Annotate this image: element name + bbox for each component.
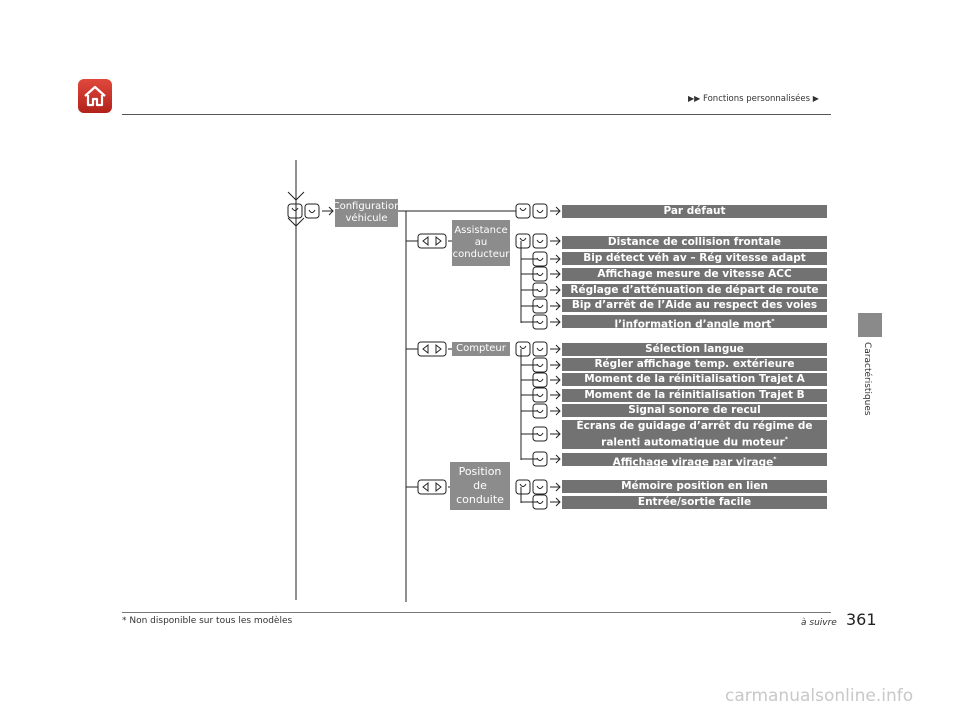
group-label-line: Compteur [456,343,506,354]
double-arrow-icon: ▶▶ [688,94,701,103]
root-line-2: véhicule [345,213,388,224]
footer-rule [122,612,831,613]
menu-item[interactable]: Entrée/sortie facile [562,496,827,509]
menu-item[interactable]: Signal sonore de recul [562,404,827,417]
menu-item-label-line: ralenti automatique du moteur [601,436,785,449]
menu-item[interactable]: l’information d’angle mort* [562,315,827,328]
root-line-1: Configuration [332,201,401,212]
group-label-driver-assist[interactable]: Assistance au conducteur [452,220,510,266]
menu-item[interactable]: Écrans de guidage d’arrêt du régime de r… [562,420,827,449]
watermark: carmanualsonline.info [725,686,914,706]
menu-item[interactable]: Moment de la réinitialisation Trajet B [562,389,827,402]
footnote-marker: * [784,435,788,443]
menu-item-label: l’information d’angle mort [614,318,772,329]
footnote-marker: * [773,456,777,463]
menu-item-label-line: Écrans de guidage d’arrêt du régime de [576,419,813,432]
menu-item[interactable]: Bip d’arrêt de l’Aide au respect des voi… [562,299,827,312]
group-label-driving-position[interactable]: Position de conduite [450,462,510,510]
group-label-line: Position [458,465,502,478]
menu-item[interactable]: Affichage mesure de vitesse ACC [562,268,827,281]
menu-item[interactable]: Distance de collision frontale [562,236,827,249]
menu-item[interactable]: Moment de la réinitialisation Trajet A [562,373,827,386]
menu-item[interactable]: Régler affichage temp. extérieure [562,358,827,371]
menu-item-label: Affichage virage par virage [612,456,774,467]
menu-item[interactable]: Sélection langue [562,343,827,356]
menu-item[interactable]: Bip détect véh av – Rég vitesse adapt [562,252,827,265]
page-number: 361 [846,610,877,629]
root-menu-label[interactable]: Configuration véhicule [332,199,401,227]
menu-item[interactable]: Mémoire position en lien [562,480,827,493]
home-button[interactable] [78,79,112,113]
menu-item[interactable]: Réglage d’atténuation de départ de route [562,284,827,297]
group-label-meter[interactable]: Compteur [452,342,510,356]
group-label-line: de [473,479,487,492]
section-tab[interactable] [858,313,882,337]
breadcrumb[interactable]: ▶▶ Fonctions personnalisées ▶ [688,94,819,104]
footnote: * Non disponible sur tous les modèles [122,616,293,626]
menu-item[interactable]: Affichage virage par virage* [562,453,827,466]
arrow-icon: ▶ [812,94,819,103]
group-label-line: conducteur [452,249,510,260]
breadcrumb-label: Fonctions personnalisées [703,94,811,104]
group-label-line: Assistance [454,225,508,236]
group-label-line: au [474,237,488,248]
home-icon [84,85,106,107]
menu-item-default[interactable]: Par défaut [562,205,827,218]
footnote-marker: * [771,318,775,325]
header-rule [122,114,831,115]
continued-label: à suivre [801,618,837,628]
group-label-line: conduite [456,493,504,506]
